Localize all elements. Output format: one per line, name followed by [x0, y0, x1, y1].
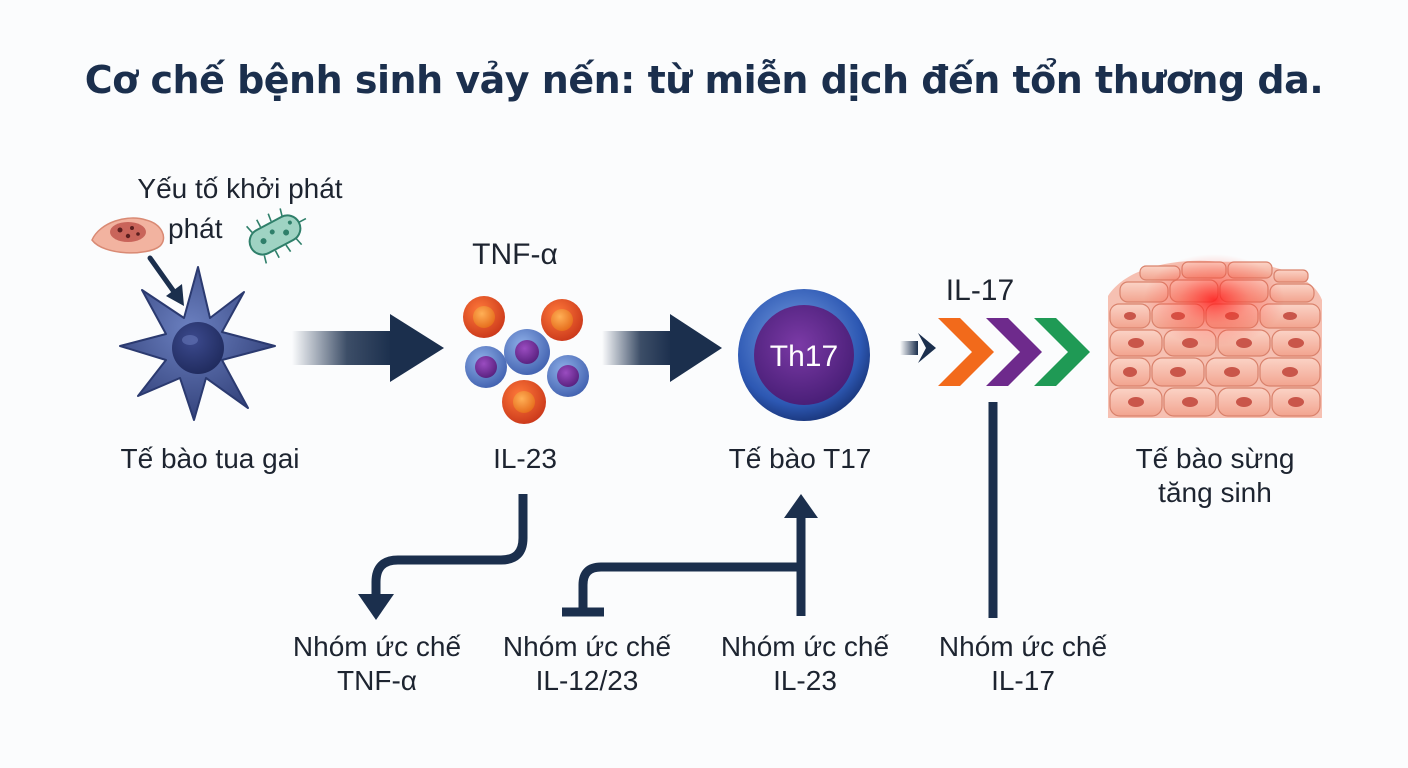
dendritic-cell-caption: Tế bào tua gai	[120, 443, 300, 474]
th17-badge-label: Th17	[770, 340, 838, 373]
trigger-label-continued: phát	[168, 213, 223, 244]
keratinocyte-caption-line1: Tế bào sừng	[1135, 443, 1295, 474]
inhibitor-label-line1: Nhóm ức chế	[502, 631, 672, 662]
flow-arrow-2	[602, 314, 722, 382]
inhibitor-label-tnf: Nhóm ức chế TNF-α	[262, 630, 492, 698]
il17-label: IL-17	[945, 274, 1015, 307]
il23-inhibitor-connector	[562, 494, 818, 617]
inhibitor-label-line2: TNF-α	[337, 665, 417, 696]
tnf-alpha-label: TNF-α	[472, 238, 558, 271]
t17-cell-caption: Tế bào T17	[728, 443, 872, 474]
inhibitor-label-line2: IL-12/23	[535, 665, 639, 696]
th17-cell-icon: Th17	[738, 289, 870, 421]
inhibitor-label-line1: Nhóm ức chế	[292, 631, 462, 662]
inhibitor-label-line2: IL-23	[773, 665, 837, 696]
keratinocyte-tissue-icon	[1108, 254, 1322, 418]
il17-chevrons	[938, 318, 1090, 386]
bacterium-icon	[246, 208, 307, 264]
inhibitor-label-line1: Nhóm ức chế	[938, 631, 1108, 662]
flow-arrow-3	[900, 333, 936, 363]
inhibitor-label-il23: Nhóm ức chế IL-23	[690, 630, 920, 698]
keratinocyte-caption: Tế bào sừng tăng sinh	[1100, 442, 1330, 510]
il23-caption: IL-23	[493, 443, 557, 474]
inhibitor-label-il12-23: Nhóm ức chế IL-12/23	[472, 630, 702, 698]
tnf-inhibitor-connector	[358, 494, 528, 620]
inhibitor-label-line2: IL-17	[991, 665, 1055, 696]
trigger-label: Yếu tố khởi phát	[137, 173, 343, 204]
dendritic-cell-icon	[119, 266, 276, 421]
flow-arrow-1	[292, 314, 444, 382]
skin-lesion-icon	[91, 217, 165, 254]
cytokine-cluster-icon	[463, 296, 589, 424]
inhibitor-label-il17: Nhóm ức chế IL-17	[908, 630, 1138, 698]
diagram-title: Cơ chế bệnh sinh vảy nến: từ miễn dịch đ…	[84, 58, 1324, 102]
trigger-arrow	[147, 255, 184, 306]
inhibitor-label-line1: Nhóm ức chế	[720, 631, 890, 662]
keratinocyte-caption-line2: tăng sinh	[1158, 477, 1272, 508]
